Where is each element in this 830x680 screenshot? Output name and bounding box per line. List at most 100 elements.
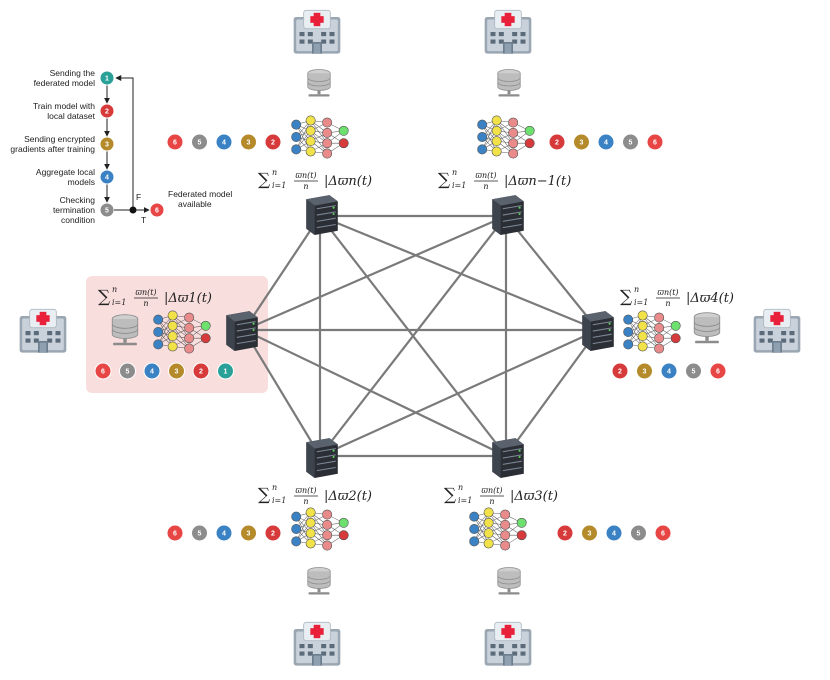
step-badge-circle — [94, 362, 112, 380]
legend-step-label: federated model — [34, 78, 96, 88]
legend-step-label: gradients after training — [10, 144, 95, 154]
hospital-icon — [484, 9, 532, 55]
hospital-icon — [293, 9, 341, 55]
step-badge: 5 — [119, 362, 136, 380]
legend-step-label: models — [68, 177, 95, 187]
step-badge: 3 — [636, 362, 653, 380]
sum-symbol: ∑ — [444, 485, 456, 505]
step-badge-number: 4 — [667, 368, 671, 375]
step-badge-circle — [166, 133, 184, 151]
step-badge-number: 6 — [155, 207, 159, 214]
step-badge: 6 — [646, 133, 664, 151]
fraction-denominator: n — [143, 299, 148, 308]
step-badge-circle — [709, 362, 727, 380]
neural-network-icon — [469, 507, 527, 551]
step-badge: 2 — [192, 362, 210, 380]
legend-step-label: local dataset — [47, 111, 95, 121]
step-badge: 4 — [215, 133, 233, 151]
neural-network-icon — [291, 507, 349, 551]
step-badge-circle — [573, 133, 590, 151]
step-badge-circle — [264, 524, 282, 542]
step-badge-circle — [605, 524, 623, 542]
sum-symbol: ∑ — [98, 287, 110, 307]
aggregation-formula-right: ∑ni=1ϖn(t)n|Δϖ4(t) — [620, 285, 734, 308]
step-badge: 4 — [143, 362, 161, 380]
step-badge: 4 — [597, 133, 615, 151]
step-badge-circle — [191, 133, 208, 151]
delta-weight: |Δϖ2(t) — [324, 489, 372, 504]
step-badge: 3 — [168, 362, 185, 380]
sum-lower-limit: i=1 — [634, 298, 648, 307]
step-badge: 6 — [709, 362, 727, 380]
delta-weight: |Δϖn(t) — [324, 174, 372, 189]
step-badge-circle — [654, 524, 672, 542]
legend-step-label: Sending the — [50, 68, 96, 78]
legend-step-5: 5 — [99, 202, 115, 218]
fraction-numerator: ϖn(t) — [481, 486, 502, 495]
aggregation-formula-top_right: ∑ni=1ϖn(t)n|Δϖn−1(t) — [438, 168, 571, 191]
sum-upper-limit: n — [112, 285, 117, 294]
legend-final-step: 6 — [149, 202, 165, 218]
step-badge-number: 5 — [692, 368, 696, 375]
delta-weight: |Δϖ1(t) — [164, 291, 212, 306]
step-badge: 2 — [264, 524, 282, 542]
neural-network-icon — [477, 115, 535, 159]
legend-step-3: 3 — [99, 136, 115, 152]
step-badge-number: 1 — [224, 368, 228, 375]
true-branch-label: T — [141, 215, 146, 225]
step-badge: 3 — [240, 524, 257, 542]
step-badge-number: 2 — [555, 139, 559, 146]
database-icon — [497, 567, 521, 595]
sum-upper-limit: n — [272, 168, 277, 177]
step-badge-circle — [215, 133, 233, 151]
step-badge-circle — [119, 362, 136, 380]
step-badge-number: 2 — [271, 139, 275, 146]
fraction-numerator: ϖn(t) — [135, 288, 156, 297]
step-badge: 5 — [685, 362, 702, 380]
step-badge-circle — [548, 133, 566, 151]
step-badge-number: 3 — [580, 139, 584, 146]
step-badge: 2 — [548, 133, 566, 151]
database-icon — [307, 567, 331, 595]
step-badge-circle — [636, 362, 653, 380]
step-badge-number: 4 — [222, 530, 226, 537]
step-badge: 6 — [94, 362, 112, 380]
false-branch-arrow — [115, 75, 134, 207]
step-badge-circle — [685, 362, 702, 380]
step-badge: 2 — [611, 362, 629, 380]
step-badge: 4 — [660, 362, 678, 380]
step-badge-circle — [191, 524, 208, 542]
database-icon — [693, 312, 721, 344]
step-badge-number: 3 — [247, 530, 251, 537]
aggregation-formula-bottom_left: ∑ni=1ϖn(t)n|Δϖ2(t) — [258, 483, 372, 506]
step-badge: 5 — [191, 133, 208, 151]
neural-network-icon — [623, 310, 681, 354]
step-badge-circle — [99, 136, 115, 152]
step-badge: 5 — [191, 524, 208, 542]
step-badge-number: 6 — [653, 139, 657, 146]
step-badge: 6 — [166, 524, 184, 542]
decision-node — [129, 206, 137, 214]
step-badge: 5 — [622, 133, 639, 151]
step-badge-number: 4 — [612, 530, 616, 537]
sum-lower-limit: i=1 — [458, 496, 472, 505]
hospital-icon — [753, 308, 801, 354]
fraction-denominator: n — [303, 497, 308, 506]
step-badge-circle — [149, 202, 165, 218]
step-badge-circle — [556, 524, 574, 542]
final-step-label: available — [178, 199, 212, 209]
step-badge-number: 3 — [588, 530, 592, 537]
hospital-icon — [484, 621, 532, 667]
server-icon — [491, 437, 525, 478]
sum-upper-limit: n — [458, 483, 463, 492]
step-badge-circle — [166, 524, 184, 542]
step-badge-number: 3 — [247, 139, 251, 146]
step-badge: 4 — [605, 524, 623, 542]
step-badge-circle — [99, 70, 115, 86]
step-badge-number: 5 — [198, 139, 202, 146]
